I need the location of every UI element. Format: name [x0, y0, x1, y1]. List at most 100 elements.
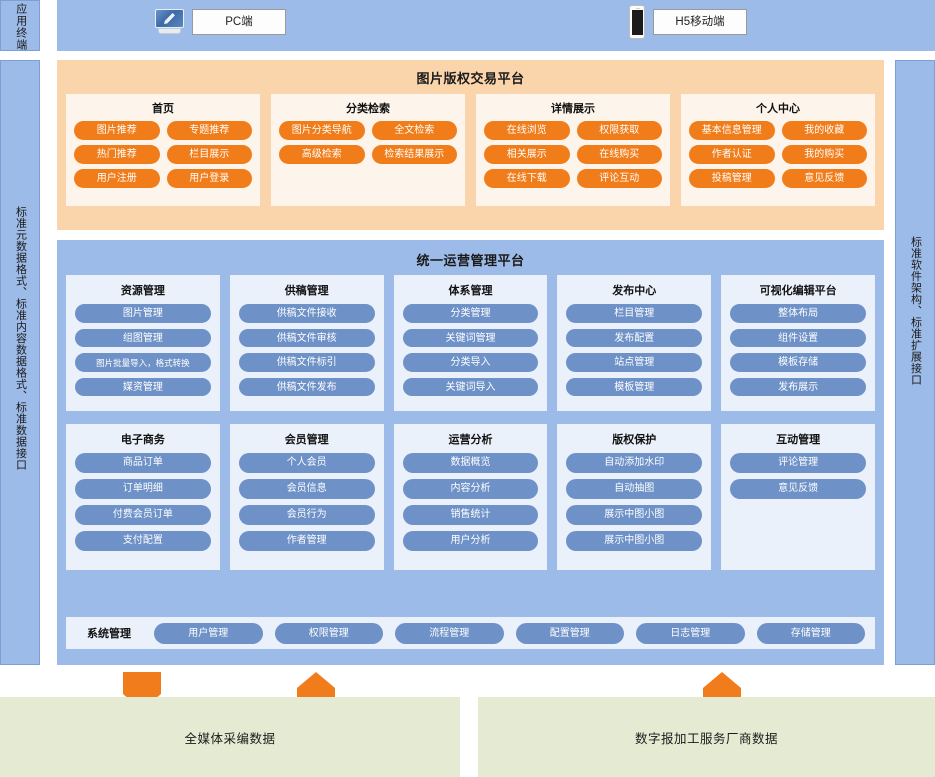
orange-pill[interactable]: 在线下载 [484, 169, 570, 188]
blue-pill[interactable]: 站点管理 [566, 353, 703, 372]
orange-pill[interactable]: 作者认证 [689, 145, 775, 164]
blue-pill[interactable]: 付费会员订单 [75, 505, 211, 525]
blue-pill[interactable]: 关键词管理 [402, 328, 539, 347]
orange-pill[interactable]: 在线浏览 [484, 121, 570, 140]
blue-pill[interactable]: 商品订单 [75, 453, 211, 473]
orange-pill[interactable]: 相关展示 [484, 145, 570, 164]
orange-card-title: 个人中心 [756, 103, 800, 115]
blue-pill[interactable]: 图片批量导入，格式转换 [75, 353, 211, 372]
blue-pill[interactable]: 图片管理 [75, 304, 211, 323]
blue-pill[interactable]: 栏目管理 [566, 304, 703, 323]
orange-pill[interactable]: 检索结果展示 [371, 145, 457, 164]
blue-pill[interactable]: 分类导入 [402, 353, 539, 372]
system-pill[interactable]: 流程管理 [395, 622, 504, 644]
blue-pill[interactable]: 会员信息 [238, 479, 375, 499]
blue-pill[interactable]: 展示中图小图 [566, 505, 703, 525]
blue-pill[interactable]: 媒资管理 [75, 377, 211, 396]
orange-pill[interactable]: 基本信息管理 [689, 121, 775, 140]
blue-card-title: 互动管理 [776, 434, 821, 446]
blue-pill[interactable]: 供稿文件审核 [238, 328, 375, 347]
system-pill[interactable]: 用户管理 [154, 622, 263, 644]
blue-pill[interactable]: 销售统计 [402, 505, 539, 525]
blue-pill[interactable]: 意见反馈 [730, 479, 866, 499]
blue-pill[interactable]: 评论管理 [730, 453, 866, 473]
blue-pill[interactable]: 整体布局 [730, 304, 866, 323]
orange-card-detail-display: 详情展示 在线浏览 权限获取 相关展示 在线购买 在线下载 评论互动 [476, 94, 670, 206]
blue-pill[interactable]: 自动抽图 [566, 479, 703, 499]
orange-platform-title: 图片版权交易平台 [416, 71, 525, 86]
system-management-strip: 系统管理 用户管理 权限管理 流程管理 配置管理 日志管理 存储管理 [66, 617, 875, 649]
blue-pill[interactable]: 供稿文件接收 [238, 304, 375, 323]
orange-pill[interactable]: 栏目展示 [166, 145, 252, 164]
terminal-pc[interactable]: PC端 [155, 9, 286, 35]
orange-pill[interactable]: 评论互动 [576, 169, 662, 188]
blue-platform-title: 统一运营管理平台 [416, 253, 525, 268]
digital-vendor-data-box: 数字报加工服务厂商数据 [478, 697, 935, 777]
orange-pill[interactable]: 专题推荐 [166, 121, 252, 140]
blue-pill[interactable]: 供稿文件标引 [238, 353, 375, 372]
blue-pill[interactable]: 模板存储 [730, 353, 866, 372]
blue-card-title: 电子商务 [120, 434, 165, 446]
blue-pill[interactable]: 供稿文件发布 [238, 377, 375, 396]
system-pill[interactable]: 日志管理 [636, 622, 745, 644]
orange-card-homepage: 首页 图片推荐 专题推荐 热门推荐 栏目展示 用户注册 用户登录 [66, 94, 260, 206]
blue-pill[interactable]: 关键词导入 [402, 377, 539, 396]
blue-card-visual-editing-platform: 可视化编辑平台 整体布局 组件设置 模板存储 发布展示 [721, 275, 875, 411]
unified-operations-management-platform: 统一运营管理平台 资源管理 图片管理 组图管理 图片批量导入，格式转换 媒资管理… [57, 240, 884, 665]
application-terminal-text: 应用终端 [14, 3, 27, 51]
blue-pill[interactable]: 内容分析 [402, 479, 539, 499]
blue-card-title: 供稿管理 [284, 285, 329, 297]
blue-pill[interactable]: 组图管理 [75, 328, 211, 347]
blue-pill[interactable]: 发布展示 [730, 377, 866, 396]
blue-pill[interactable]: 支付配置 [75, 531, 211, 551]
blue-pill[interactable]: 订单明细 [75, 479, 211, 499]
sidebar-label-software-standards: 标准软件架构、标准扩展接口 [895, 60, 935, 665]
blue-card-title: 版权保护 [612, 434, 657, 446]
orange-pill[interactable]: 图片分类导航 [279, 121, 365, 140]
orange-pill[interactable]: 权限获取 [576, 121, 662, 140]
blue-pill[interactable]: 用户分析 [402, 531, 539, 551]
orange-pill[interactable]: 用户登录 [166, 169, 252, 188]
orange-card-title: 分类检索 [346, 103, 390, 115]
orange-pill[interactable]: 我的购买 [781, 145, 867, 164]
system-pill[interactable]: 存储管理 [756, 622, 865, 644]
blue-card-title: 会员管理 [284, 434, 329, 446]
blue-card-title: 运营分析 [448, 434, 493, 446]
system-pill[interactable]: 配置管理 [515, 622, 624, 644]
blue-card-taxonomy-management: 体系管理 分类管理 关键词管理 分类导入 关键词导入 [393, 275, 548, 411]
blue-pill[interactable]: 组件设置 [730, 328, 866, 347]
terminal-h5[interactable]: H5移动端 [629, 5, 747, 39]
blue-pill[interactable]: 个人会员 [238, 453, 375, 473]
blue-pill[interactable]: 分类管理 [402, 304, 539, 323]
blue-pill[interactable]: 模板管理 [566, 377, 703, 396]
orange-pill-grid: 基本信息管理 我的收藏 作者认证 我的购买 投稿管理 意见反馈 [689, 121, 867, 188]
orange-pill-grid: 图片推荐 专题推荐 热门推荐 栏目展示 用户注册 用户登录 [74, 121, 252, 188]
blue-pill[interactable]: 自动添加水印 [566, 453, 703, 473]
system-pill[interactable]: 权限管理 [274, 622, 383, 644]
blue-card-row-2: 电子商务 商品订单 订单明细 付费会员订单 支付配置 会员管理 个人会员 会员信… [57, 411, 884, 570]
orange-pill[interactable]: 用户注册 [74, 169, 160, 188]
blue-pill[interactable]: 展示中图小图 [566, 531, 703, 551]
orange-card-row: 首页 图片推荐 专题推荐 热门推荐 栏目展示 用户注册 用户登录 分类检索 图片… [57, 87, 884, 206]
blue-card-member-management: 会员管理 个人会员 会员信息 会员行为 作者管理 [229, 424, 384, 570]
orange-pill[interactable]: 投稿管理 [689, 169, 775, 188]
blue-pill[interactable]: 数据概览 [402, 453, 539, 473]
orange-pill[interactable]: 我的收藏 [781, 121, 867, 140]
orange-pill[interactable]: 在线购买 [576, 145, 662, 164]
terminal-h5-label: H5移动端 [653, 9, 747, 35]
blue-pill[interactable]: 作者管理 [238, 531, 375, 551]
blue-card-row-1: 资源管理 图片管理 组图管理 图片批量导入，格式转换 媒资管理 供稿管理 供稿文… [57, 269, 884, 411]
blue-pill[interactable]: 发布配置 [566, 328, 703, 347]
orange-pill[interactable]: 全文检索 [371, 121, 457, 140]
blue-card-ecommerce: 电子商务 商品订单 订单明细 付费会员订单 支付配置 [66, 424, 220, 570]
orange-pill[interactable]: 高级检索 [279, 145, 365, 164]
orange-pill[interactable]: 意见反馈 [781, 169, 867, 188]
desktop-monitor-icon [155, 9, 184, 35]
orange-pill[interactable]: 热门推荐 [74, 145, 160, 164]
orange-pill[interactable]: 图片推荐 [74, 121, 160, 140]
blue-pill[interactable]: 会员行为 [238, 505, 375, 525]
blue-card-title: 体系管理 [448, 285, 493, 297]
terminal-pc-label: PC端 [192, 9, 286, 35]
blue-card-interaction-management: 互动管理 评论管理 意见反馈 [721, 424, 875, 570]
sidebar-label-application-terminal: 应用终端 [0, 0, 40, 51]
